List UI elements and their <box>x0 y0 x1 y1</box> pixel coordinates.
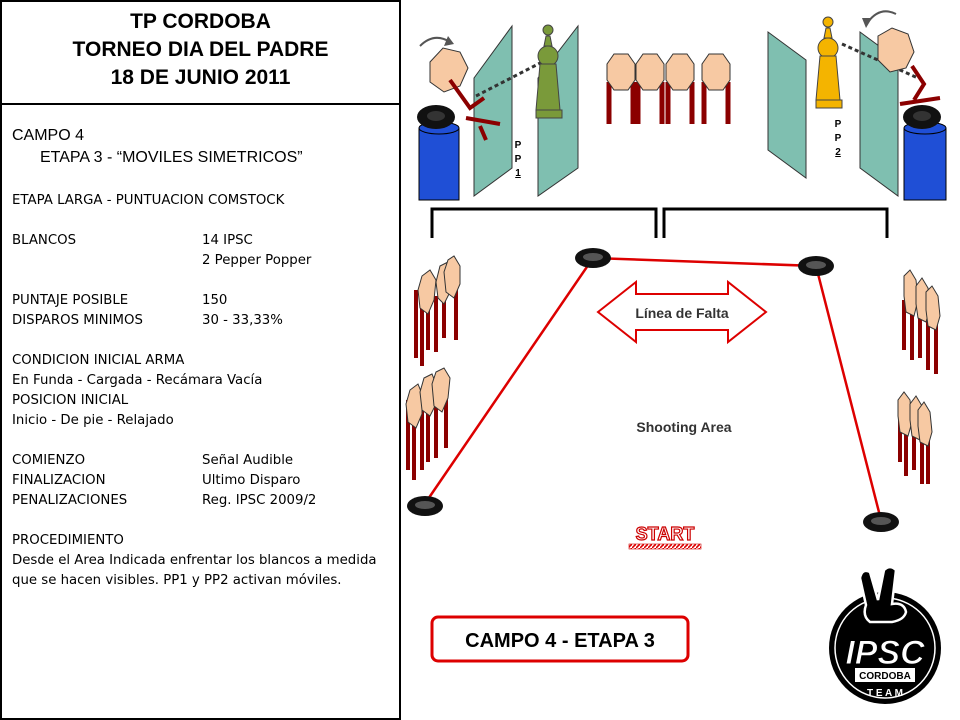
disparos-value: 30 - 33,33% <box>202 313 283 328</box>
blancos-value-2: 2 Pepper Popper <box>202 253 312 268</box>
etapa-title: ETAPA 3 - “MOVILES SIMETRICOS” <box>40 149 303 166</box>
fault-line-label: Línea de Falta <box>635 305 729 321</box>
comienzo-label: COMIENZO <box>12 453 86 468</box>
logo-sub-text: CORDOBA <box>859 671 911 682</box>
condition-title: CONDICION INICIAL ARMA <box>12 353 185 368</box>
center-target <box>635 53 665 124</box>
right-lower-targets <box>897 391 933 484</box>
penalizaciones-label: PENALIZACIONES <box>12 493 128 508</box>
stage-label-box <box>430 615 690 663</box>
right-upper-targets <box>902 269 941 374</box>
pp1-assembly: P P 1 <box>417 24 579 201</box>
pp1-wall-left <box>473 24 513 197</box>
pp2-wall-left <box>767 31 807 179</box>
pp1-letter-1: P <box>515 140 522 151</box>
penalizaciones-value: Reg. IPSC 2009/2 <box>202 493 317 508</box>
procedure-title: PROCEDIMIENTO <box>12 533 124 548</box>
pp2-rotate-icon <box>867 10 897 23</box>
tire-marker <box>407 496 443 516</box>
tire-marker <box>863 512 899 532</box>
pp1-letter-3: 1 <box>515 168 521 179</box>
position-title: POSICION INICIAL <box>12 393 129 408</box>
pp2-popper <box>815 16 843 109</box>
pp2-letter-3: 2 <box>835 147 841 158</box>
finalizacion-label: FINALIZACION <box>12 473 106 488</box>
comienzo-value: Señal Audible <box>202 453 294 468</box>
tire-marker <box>575 248 611 268</box>
logo-team-text: T E A M <box>867 688 903 699</box>
blancos-value-1: 14 IPSC <box>202 233 253 248</box>
disparos-row: DISPAROS MINIMOS 30 - 33,33% <box>12 311 399 331</box>
left-panel: TP CORDOBA TORNEO DIA DEL PADRE 18 DE JU… <box>0 0 401 720</box>
shooting-area-boundary <box>422 256 883 521</box>
title-line-3: 18 DE JUNIO 2011 <box>110 66 291 89</box>
stage-diagram: P P 1 <box>405 10 947 704</box>
pp2-assembly: P P 2 <box>767 10 947 201</box>
pp1-letter-2: P <box>515 154 522 165</box>
ipsc-cordoba-logo: IPSC CORDOBA T E A M <box>829 565 941 704</box>
pp1-mover-target <box>429 47 469 93</box>
pp1-label: P P 1 <box>515 140 522 179</box>
center-target <box>665 53 695 124</box>
puntaje-value: 150 <box>202 293 228 308</box>
stage-info-box: CAMPO 4 ETAPA 3 - “MOVILES SIMETRICOS” E… <box>0 103 401 720</box>
pp2-label: P P 2 <box>835 119 842 158</box>
puntaje-label: PUNTAJE POSIBLE <box>12 293 129 308</box>
logo-main-text: IPSC <box>845 634 925 672</box>
start-label: START <box>636 524 695 544</box>
pp1-popper <box>535 24 563 119</box>
procedure-text: Desde el Area Indicada enfrentar los bla… <box>12 553 377 588</box>
pp2-mover-target <box>877 27 915 73</box>
center-target-array <box>606 53 731 124</box>
pp1-mover-arm <box>448 78 501 141</box>
left-lower-targets <box>405 367 451 480</box>
victory-hand-icon <box>858 565 908 624</box>
title-line-2: TORNEO DIA DEL PADRE <box>72 38 329 61</box>
left-upper-targets <box>414 255 461 366</box>
tire-marker <box>798 256 834 276</box>
center-target <box>701 53 731 124</box>
blancos-row: BLANCOS 14 IPSC <box>12 231 399 251</box>
start-line <box>628 543 702 550</box>
finalizacion-value: Ultimo Disparo <box>202 473 301 488</box>
disparos-label: DISPAROS MINIMOS <box>12 313 143 328</box>
puntaje-row: PUNTAJE POSIBLE 150 <box>12 291 399 311</box>
center-target <box>606 53 636 124</box>
title-line-1: TP CORDOBA <box>130 10 271 33</box>
fault-line-brackets <box>430 207 889 238</box>
finalizacion-row: FINALIZACION Ultimo Disparo <box>12 471 399 491</box>
fault-line-arrow: Línea de Falta <box>596 279 768 345</box>
campo-title: CAMPO 4 <box>12 127 85 144</box>
pp2-letter-2: P <box>835 133 842 144</box>
pp2-barrel <box>903 105 947 201</box>
penalizaciones-row: PENALIZACIONES Reg. IPSC 2009/2 <box>12 491 399 511</box>
pp2-letter-1: P <box>835 119 842 130</box>
pp1-barrel <box>417 105 460 201</box>
comienzo-row: COMIENZO Señal Audible <box>12 451 399 471</box>
condition-value: En Funda - Cargada - Recámara Vacía <box>12 373 263 388</box>
blancos-label: BLANCOS <box>12 233 77 248</box>
title-box: TP CORDOBA TORNEO DIA DEL PADRE 18 DE JU… <box>0 0 401 106</box>
shooting-area-label: Shooting Area <box>636 419 731 435</box>
stage-label: CAMPO 4 - ETAPA 3 <box>465 630 655 652</box>
etapa-type: ETAPA LARGA - PUNTUACION COMSTOCK <box>12 193 285 208</box>
position-value: Inicio - De pie - Relajado <box>12 413 174 428</box>
